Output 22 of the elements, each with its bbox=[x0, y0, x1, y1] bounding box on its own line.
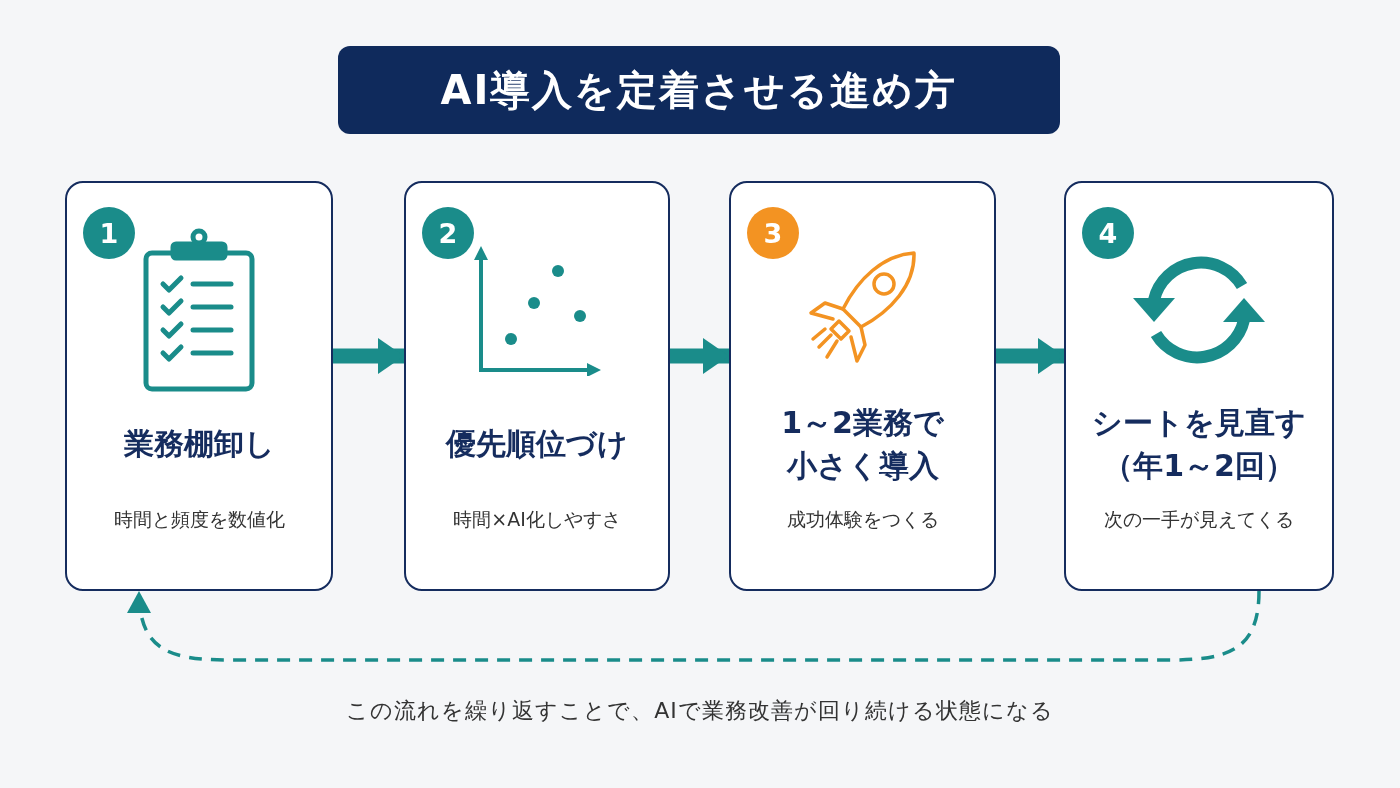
arrow bbox=[670, 338, 729, 374]
step-heading: 業務棚卸し bbox=[123, 425, 275, 464]
step-card bbox=[1064, 181, 1334, 591]
step-description: 次の一手が見えてくる bbox=[1104, 507, 1294, 532]
arrow bbox=[996, 338, 1064, 374]
step-heading: 1～2業務で小さく導入 bbox=[780, 403, 945, 485]
step-card bbox=[404, 181, 670, 591]
step-description: 時間と頻度を数値化 bbox=[113, 507, 285, 532]
step-number: 3 bbox=[747, 207, 799, 259]
step-description: 時間×AI化しやすさ bbox=[453, 507, 621, 532]
step-description: 成功体験をつくる bbox=[786, 507, 939, 532]
step-number: 4 bbox=[1082, 207, 1134, 259]
step-number: 2 bbox=[422, 207, 474, 259]
step-heading: 優先順位づけ bbox=[446, 425, 628, 464]
arrow bbox=[333, 338, 404, 374]
step-heading: シートを見直す（年1～2回） bbox=[1091, 403, 1307, 485]
step-number: 1 bbox=[83, 207, 135, 259]
step-card bbox=[65, 181, 333, 591]
caption: この流れを繰り返すことで、AIで業務改善が回り続ける状態になる bbox=[346, 698, 1054, 723]
step-card bbox=[729, 181, 996, 591]
dashed-return-arrow bbox=[128, 590, 1261, 662]
title-banner: AI導入を定着させる進め方 bbox=[338, 46, 1060, 134]
